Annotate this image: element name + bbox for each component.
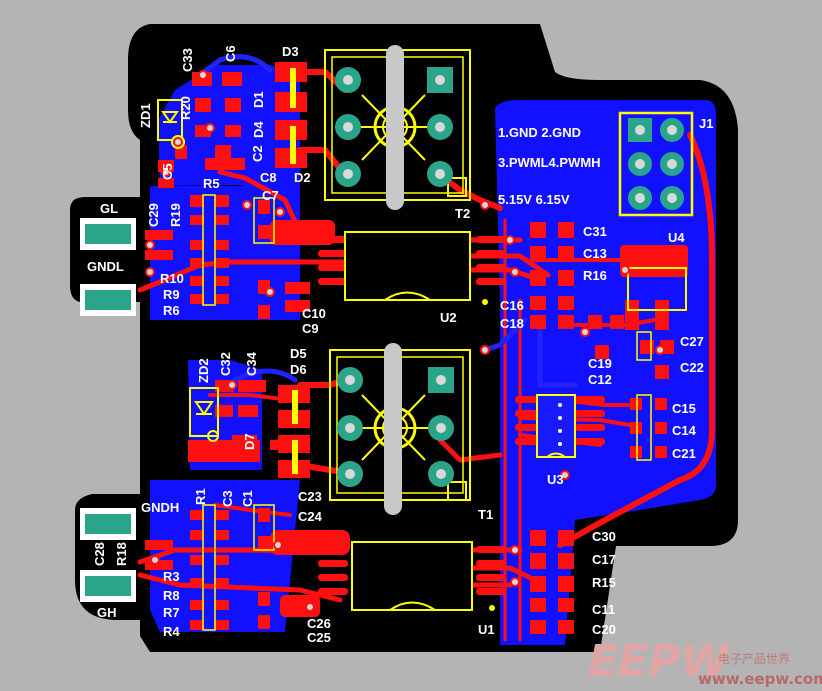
pad-label-gl: GL	[100, 201, 118, 216]
ref-label-c27: C27	[680, 334, 704, 349]
ref-label-zd2: ZD2	[196, 358, 211, 383]
ref-label-r20: R20	[178, 96, 193, 120]
pad-label-gndh: GNDH	[141, 500, 179, 515]
ref-label-c32: C32	[218, 352, 233, 376]
watermark-logo: EEPW	[588, 636, 731, 687]
ref-label-r6: R6	[163, 303, 180, 318]
diode-pads	[275, 62, 310, 478]
ref-label-zd1: ZD1	[138, 103, 153, 128]
pin-label-1-2: 1.GND 2.GND	[498, 125, 581, 140]
ref-label-c6: C6	[223, 45, 238, 62]
ref-label-d1: D1	[251, 91, 266, 108]
watermark-cn: 电子产品世界	[718, 652, 790, 666]
ref-label-c17: C17	[592, 552, 616, 567]
ref-label-r10: R10	[160, 271, 184, 286]
ic-u4	[627, 267, 687, 311]
ref-label-c34: C34	[244, 351, 259, 376]
ic-pads	[318, 236, 605, 595]
ref-label-c2: C2	[250, 145, 265, 162]
connector-j1	[618, 111, 694, 217]
ref-label-c14: C14	[672, 423, 697, 438]
ref-label-c15: C15	[672, 401, 696, 416]
ref-label-c30: C30	[592, 529, 616, 544]
ref-label-d7: D7	[242, 433, 257, 450]
ref-label-r5: R5	[203, 176, 220, 191]
ref-label-c25: C25	[307, 630, 331, 645]
ref-label-d4: D4	[251, 121, 266, 138]
ref-label-r3: R3	[163, 569, 180, 584]
pad-label-gndl: GNDL	[87, 259, 124, 274]
ref-label-u1: U1	[478, 622, 495, 637]
ref-label-r9: R9	[163, 287, 180, 302]
transformer-t2	[324, 45, 471, 210]
ref-label-u2: U2	[440, 310, 457, 325]
wire-pad-labels: GL GNDL GNDH GH	[87, 201, 179, 620]
ref-label-c5: C5	[160, 163, 175, 180]
ref-label-c18: C18	[500, 316, 524, 331]
ref-label-r7: R7	[163, 605, 180, 620]
ref-label-c29: C29	[146, 203, 161, 227]
pad-label-gh: GH	[97, 605, 117, 620]
ref-label-c21: C21	[672, 446, 696, 461]
ref-label-u4: U4	[668, 230, 685, 245]
ref-label-r16: R16	[583, 268, 607, 283]
ref-label-c31: C31	[583, 224, 607, 239]
ref-label-c3: C3	[220, 490, 235, 507]
ref-label-c22: C22	[680, 360, 704, 375]
ref-label-j1: J1	[699, 116, 713, 131]
ref-label-t2: T2	[455, 206, 470, 221]
ref-label-r19: R19	[168, 203, 183, 227]
ref-label-c20: C20	[592, 622, 616, 637]
ref-label-c1: C1	[240, 490, 255, 507]
ic-u3	[536, 394, 576, 458]
ref-label-r1: R1	[193, 488, 208, 505]
silk-outlines	[202, 194, 652, 631]
ref-label-d3: D3	[282, 44, 299, 59]
smd-pads	[145, 72, 688, 634]
ref-label-r8: R8	[163, 588, 180, 603]
ref-label-r15: R15	[592, 575, 616, 590]
transformer-t1	[329, 343, 471, 515]
blue-traces	[197, 54, 578, 388]
ref-label-c7: C7	[262, 188, 279, 203]
ref-label-c28: C28	[92, 542, 107, 566]
ic-u1	[351, 541, 473, 611]
connector-pin-labels: 1.GND 2.GND 3.PWML4.PWMH 5.15V 6.15V	[498, 125, 601, 207]
ref-label-c9: C9	[302, 321, 319, 336]
ref-label-c11: C11	[592, 602, 615, 617]
ref-label-r4: R4	[163, 624, 180, 639]
watermark-url: www.eepw.com.cn	[698, 670, 822, 688]
ref-label-c26: C26	[307, 616, 331, 631]
ref-label-d6: D6	[290, 362, 307, 377]
ref-label-c8: C8	[260, 170, 277, 185]
ref-label-c16: C16	[500, 298, 524, 313]
wire-pads	[80, 218, 136, 602]
vias	[145, 70, 665, 612]
ref-label-c12: C12	[588, 372, 612, 387]
pin-label-5-6: 5.15V 6.15V	[498, 192, 570, 207]
ref-label-c13: C13	[583, 246, 607, 261]
ref-label-t1: T1	[478, 507, 493, 522]
zener-outlines	[157, 99, 219, 437]
ref-label-u3: U3	[547, 472, 564, 487]
pin-label-3-4: 3.PWML4.PWMH	[498, 155, 601, 170]
ref-label-c19: C19	[588, 356, 612, 371]
ref-label-d5: D5	[290, 346, 307, 361]
ref-label-d2: D2	[294, 170, 311, 185]
ref-label-c23: C23	[298, 489, 322, 504]
ref-label-c10: C10	[302, 306, 326, 321]
eepw-watermark: EEPW 电子产品世界 www.eepw.com.cn	[588, 636, 822, 688]
ref-label-r18: R18	[114, 542, 129, 566]
ic-u2	[344, 231, 471, 301]
ref-label-c33: C33	[180, 48, 195, 72]
ref-label-c24: C24	[298, 509, 323, 524]
